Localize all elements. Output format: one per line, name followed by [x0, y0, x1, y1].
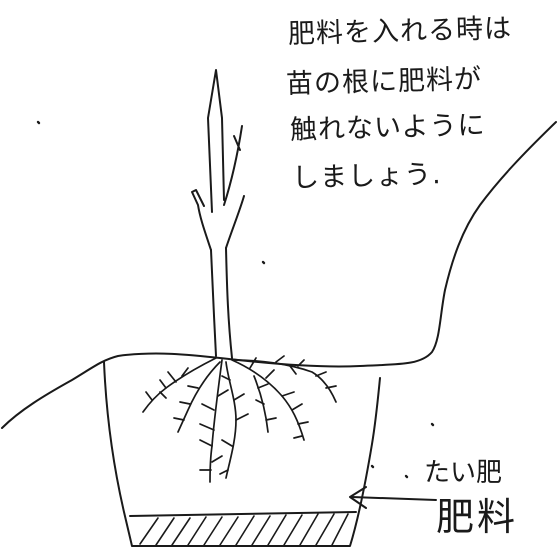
sapling-trunk — [210, 247, 233, 359]
compost-label: たい肥 — [424, 458, 503, 488]
note-line-2: 苗の根に肥料が — [285, 63, 483, 100]
fertilizer-hatching — [139, 513, 349, 546]
fertilizer-layer-top — [129, 511, 357, 517]
ground-surface-line — [1, 121, 557, 429]
note-line-3: 触れないように — [289, 109, 486, 146]
sapling — [191, 69, 245, 359]
note-line-1: 肥料を入れる時は — [287, 13, 513, 50]
speckles — [36, 120, 435, 479]
fertilizer-label: 肥料 — [436, 495, 519, 539]
sapling-branches — [191, 69, 245, 251]
fertilizer-arrow — [349, 486, 437, 509]
note-line-4: しましょう. — [291, 159, 443, 194]
roots — [142, 355, 337, 483]
planting-hole — [103, 361, 381, 547]
